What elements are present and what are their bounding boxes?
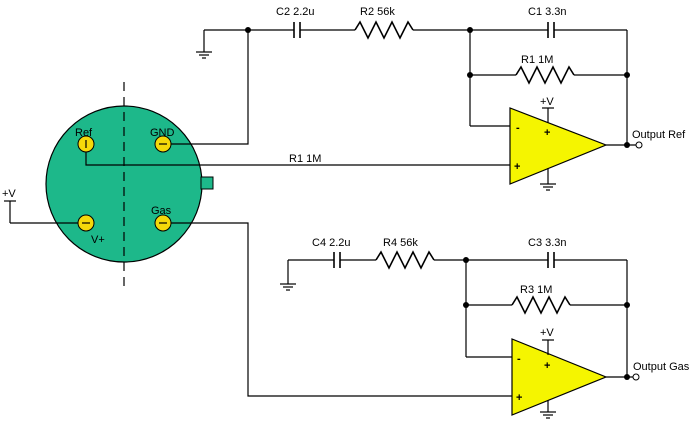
supply-label: +V — [2, 188, 16, 200]
resistor-r3 — [511, 295, 571, 315]
pin-label-vplus: V+ — [91, 234, 105, 246]
junction-dot — [624, 142, 630, 148]
gas-sensor: Ref GND V+ Gas — [45, 82, 214, 288]
label-r2: R2 56k — [360, 6, 395, 18]
junction-dot — [245, 27, 251, 33]
supply-input: +V — [2, 188, 78, 224]
capacitor-c3 — [547, 252, 555, 268]
label-c2: C2 2.2u — [276, 6, 315, 18]
output-gas-terminal — [632, 373, 640, 381]
pin-label-ref: Ref — [75, 127, 93, 139]
ground-symbol — [540, 183, 556, 191]
opamp-gas-supply-label: +V — [540, 327, 554, 339]
label-r1-feedback: R1 1M — [521, 54, 553, 66]
resistor-r1-feedback — [515, 65, 575, 85]
pin-label-gas: Gas — [151, 205, 172, 217]
label-c3: C3 3.3n — [528, 237, 567, 249]
output-gas-label: Output Gas — [633, 361, 690, 373]
junction-dot — [624, 374, 630, 380]
capacitor-c4 — [333, 252, 341, 268]
label-c4: C4 2.2u — [312, 237, 351, 249]
opamp-gas-minus-input: - — [517, 353, 521, 365]
opamp-gas-plus: + — [544, 360, 550, 372]
label-r4: R4 56k — [383, 237, 418, 249]
opamp-ref-minus-input: - — [516, 122, 520, 134]
opamp-gas — [511, 338, 608, 416]
opamp-ref-supply-label: +V — [540, 96, 554, 108]
opamp-ref — [509, 107, 608, 185]
capacitor-c2 — [293, 22, 301, 38]
label-r3: R3 1M — [520, 284, 552, 296]
resistor-r4 — [375, 250, 435, 270]
pin-label-gnd: GND — [150, 127, 175, 139]
opamp-ref-plus-input: + — [514, 161, 520, 173]
label-c1: C1 3.3n — [528, 6, 567, 18]
ground-symbol — [196, 51, 212, 59]
ref-circuit: C2 2.2u R2 56k C1 3.3n R1 1M - + + — [85, 6, 686, 191]
opamp-ref-plus: + — [544, 127, 550, 139]
ground-symbol — [540, 411, 556, 419]
resistor-r2 — [354, 20, 414, 40]
label-r1-input: R1 1M — [289, 153, 321, 165]
output-ref-terminal — [635, 141, 643, 149]
gas-circuit: C4 2.2u R4 56k C3 3.3n R3 1M - + + — [171, 222, 690, 419]
output-ref-label: Output Ref — [632, 129, 686, 141]
ground-symbol — [280, 283, 296, 291]
sensor-tab — [200, 176, 214, 190]
capacitor-c1 — [547, 22, 555, 38]
opamp-gas-plus-input: + — [516, 392, 522, 404]
